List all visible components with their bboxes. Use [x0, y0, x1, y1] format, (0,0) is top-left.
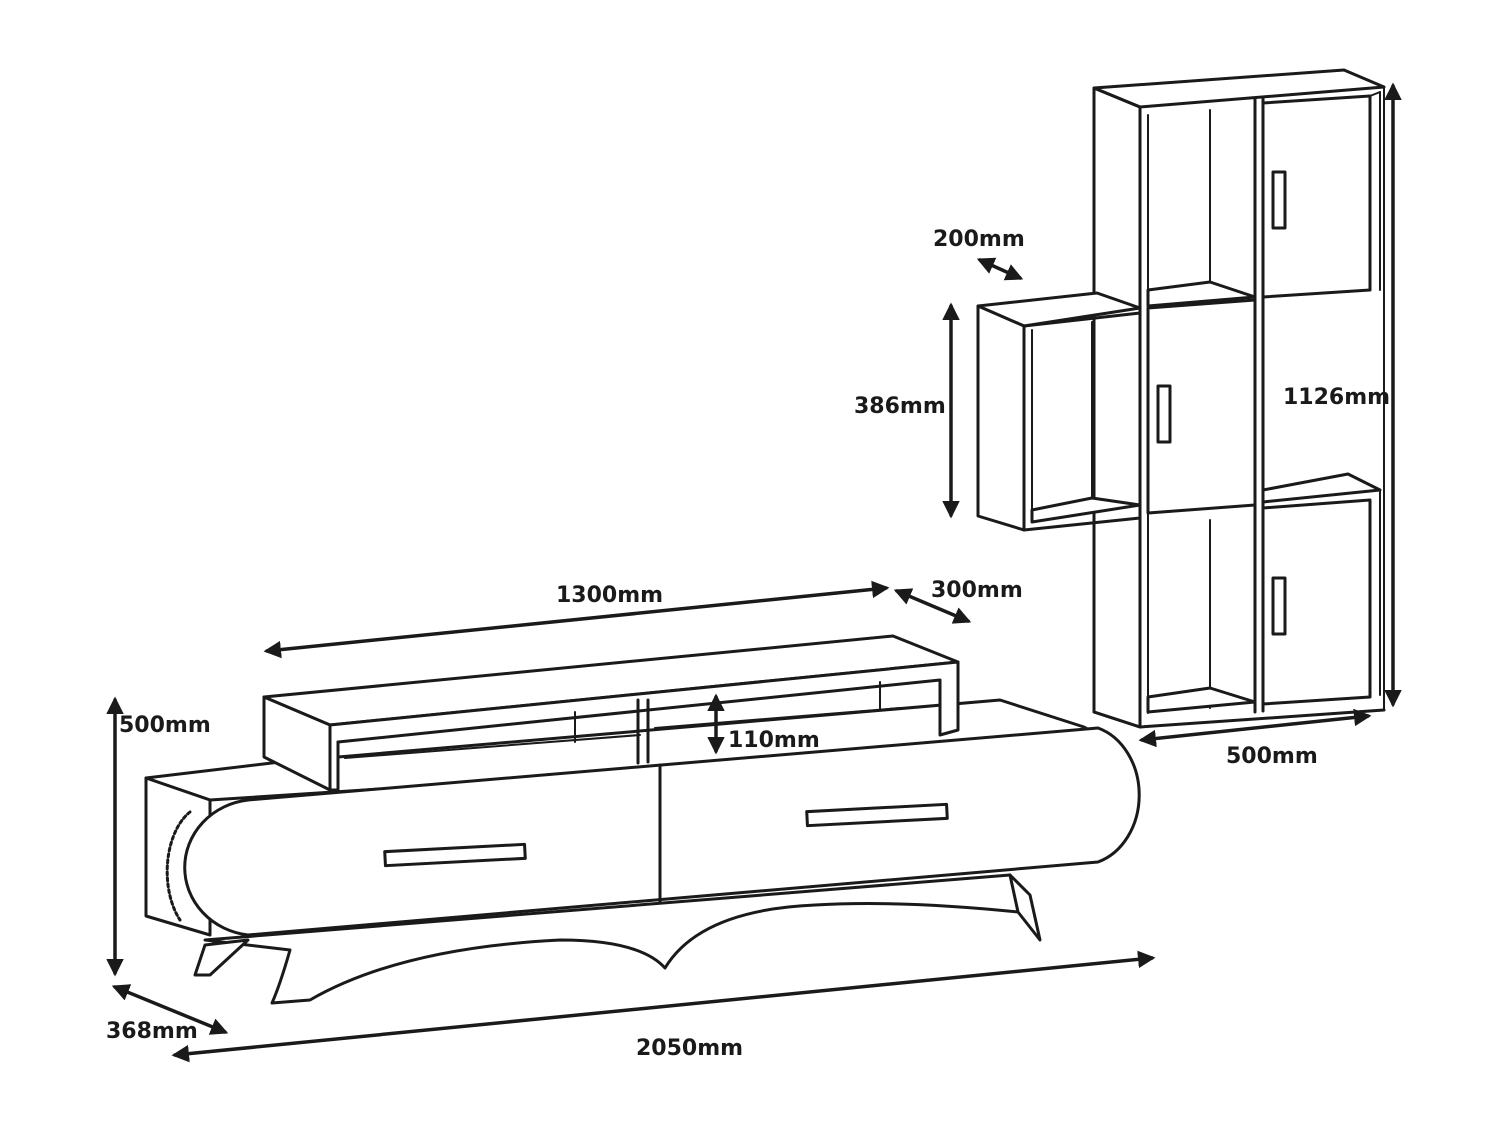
- label-shelf-gap: 110mm: [728, 728, 820, 753]
- handle-icon: [1156, 384, 1172, 444]
- side-shelf-left: [976, 304, 1026, 532]
- leg-left: [193, 938, 250, 977]
- top-shelf-front: [328, 660, 960, 792]
- dim-line-side-depth: [976, 257, 1024, 281]
- label-shelf-width: 1300mm: [556, 583, 663, 608]
- leg-right: [1008, 873, 1042, 942]
- bookcase-bottom-corner: [1092, 710, 1142, 729]
- lower-right-door: [1261, 498, 1372, 706]
- dimension-labels: 500mm 368mm 2050mm 1300mm 300mm 110mm 20…: [106, 227, 1390, 1061]
- top-shelf-back: [654, 707, 901, 729]
- handle-icon: [805, 802, 949, 828]
- middle-door: [1146, 298, 1257, 515]
- top-shelf-back: [344, 734, 641, 759]
- tv-unit: [144, 634, 1141, 1005]
- handle-icon: [383, 842, 527, 868]
- door-edge: [1369, 91, 1381, 97]
- label-shelf-depth: 300mm: [931, 578, 1023, 603]
- dim-line-bookcase-width: [1138, 708, 1372, 748]
- drawer-front-panel: [183, 726, 1141, 937]
- label-bookcase-height: 1126mm: [1283, 385, 1390, 410]
- wall-bookcase: [1092, 68, 1386, 729]
- side-shelf-back: [1022, 311, 1142, 328]
- label-tv-depth: 368mm: [106, 1019, 198, 1044]
- right-shelf-top: [1261, 472, 1382, 504]
- side-shelf: [976, 291, 1142, 532]
- shelf-lower: [1146, 686, 1257, 714]
- label-side-depth: 200mm: [933, 227, 1025, 252]
- shelf-upper: [1146, 280, 1257, 308]
- drawer-edge-curve: [165, 810, 192, 922]
- dim-line-shelf-width: [263, 580, 890, 659]
- side-shelf-bottom: [1022, 516, 1142, 532]
- upper-right-door: [1261, 94, 1372, 299]
- label-tv-width: 2050mm: [636, 1036, 743, 1061]
- handle-icon: [1271, 576, 1287, 636]
- side-shelf-floor: [1030, 496, 1142, 524]
- handle-icon: [1271, 170, 1287, 230]
- dim-line-tv-width: [171, 950, 1156, 1063]
- label-side-height: 386mm: [854, 394, 946, 419]
- dim-line-shelf-depth: [893, 588, 972, 624]
- label-tv-height: 500mm: [119, 713, 211, 738]
- dimension-lines: [106, 82, 1402, 1063]
- label-bookcase-width: 500mm: [1226, 744, 1318, 769]
- bookcase-left-side: [1092, 86, 1142, 729]
